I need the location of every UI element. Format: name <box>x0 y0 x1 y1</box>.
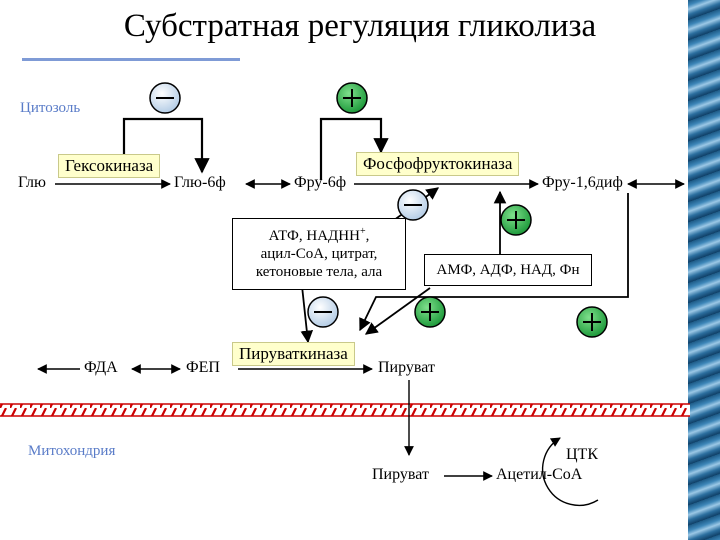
arrow-fru16bp-to-pk <box>359 193 629 332</box>
title-underline <box>22 58 240 61</box>
inhibitor-line-3: кетоновые тела, ала <box>255 264 383 280</box>
minus-symbol-hexokinase <box>149 82 181 114</box>
metabolite-glucose: Глю <box>18 174 46 191</box>
enzyme-phosphofructokinase: Фосфофруктокиназа <box>356 152 520 176</box>
region-label-mitochondria: Митохондрия <box>28 443 116 459</box>
enzyme-pyruvate-kinase: Пируваткиназа <box>232 342 355 366</box>
hexokinase-feedback-bracket <box>122 117 210 174</box>
enzyme-hexokinase: Гексокиназа <box>58 154 161 178</box>
arrow-inhibitor-to-pk <box>300 285 314 344</box>
region-label-cytosol: Цитозоль <box>20 100 81 116</box>
page-title: Субстратная регуляция гликолиза <box>123 8 597 44</box>
metabolite-pep: ФЕП <box>186 359 220 376</box>
inhibitor-line-1: АТФ, НАДНН+, <box>268 226 370 244</box>
metabolite-fructose-bisphosphate: Фру-1,6диф <box>542 174 623 191</box>
mitochondrial-membrane <box>0 404 690 416</box>
minus-symbol-pfk <box>397 189 429 221</box>
metabolite-pyruvate-mitochondria: Пируват <box>372 466 429 483</box>
inhibitor-box: АТФ, НАДНН+, ацил-СоА, цитрат, кетоновые… <box>232 218 406 290</box>
tca-cycle-arc <box>542 437 599 507</box>
decorative-side-panel <box>688 0 720 540</box>
pfk-activation-bracket <box>319 117 389 180</box>
arrow-activator-to-pk <box>364 287 431 335</box>
metabolite-acetyl-coa: Ацетил-СоА <box>496 466 583 483</box>
minus-symbol-pyruvate-kinase <box>307 296 339 328</box>
metabolite-glucose-6-phosphate: Глю-6ф <box>174 174 226 191</box>
activator-box: АМФ, АДФ, НАД, Фн <box>424 254 592 286</box>
metabolite-dhap: ФДА <box>84 359 118 376</box>
plus-symbol-pyruvate-kinase-fbp <box>576 306 608 338</box>
metabolite-tca-cycle: ЦТК <box>566 446 598 463</box>
metabolite-fructose-6-phosphate: Фру-6ф <box>294 174 347 191</box>
plus-symbol-pfk <box>336 82 368 114</box>
metabolite-pyruvate-cytosol: Пируват <box>378 359 435 376</box>
plus-symbol-pyruvate-kinase-amp <box>414 296 446 328</box>
plus-symbol-pfk-amp <box>500 204 532 236</box>
inhibitor-line-2: ацил-СоА, цитрат, <box>260 246 378 262</box>
